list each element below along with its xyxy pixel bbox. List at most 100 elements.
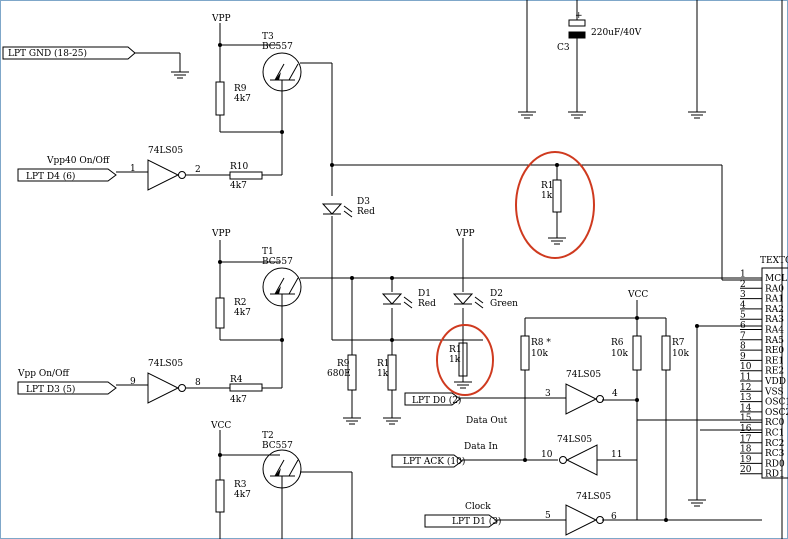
label-r1-top: R1 <box>541 181 554 191</box>
label-d3: D3 <box>357 197 370 207</box>
inverter-vpp: 74LS05 9 8 <box>130 359 201 404</box>
resistor-r9-top <box>215 81 225 116</box>
resistor-r3 <box>215 479 225 513</box>
chip-pin-number: 15 <box>740 414 752 424</box>
label-r7: R7 <box>672 338 685 348</box>
chip-pin-number: 5 <box>740 311 746 321</box>
label-lpt-d0: LPT D0 (2) <box>412 395 461 406</box>
label-lpt-gnd: LPT GND (18-25) <box>8 48 87 59</box>
chip-pin-number: 20 <box>740 465 752 475</box>
chip-pin-label: RA0 <box>765 284 784 294</box>
label-ls05-e: 74LS05 <box>576 492 611 502</box>
label-vpp-on-off: Vpp On/Off <box>17 369 69 379</box>
chip-pin-label: RC1 <box>765 429 784 439</box>
chip-pin-number: 3 <box>740 290 746 300</box>
label-t1: T1 <box>262 247 274 257</box>
chip-pin-label: VDD <box>764 377 786 387</box>
chip-pin-label: RD0 <box>765 459 785 469</box>
chip-pin-label: RA5 <box>765 336 784 346</box>
label-ls05-c: 74LS05 <box>566 370 601 380</box>
label-r6: R6 <box>611 338 624 348</box>
label-r2: R2 <box>234 298 247 308</box>
label-vpp-rail-top: VPP <box>211 14 231 24</box>
capacitor-c3: + 220uF/40V C3 <box>557 11 642 53</box>
inverter-vpp40: 74LS05 1 2 <box>130 146 201 191</box>
label-vpp-rail-mid: VPP <box>211 229 231 239</box>
label-lpt-d3: LPT D3 (5) <box>26 384 75 395</box>
inverter-data-out: 74LS05 3 4 <box>545 370 618 415</box>
chip-pin-number: 17 <box>740 434 752 444</box>
chip-pin-number: 12 <box>740 383 751 393</box>
label-t3-type: BC557 <box>262 42 293 52</box>
label-t1-type: BC557 <box>262 257 293 267</box>
label-r8: R8 * <box>531 338 551 348</box>
chip-pin-number: 10 <box>740 362 752 372</box>
value-r3: 4k7 <box>234 490 251 500</box>
chip-pin-number: 7 <box>740 331 746 341</box>
value-r1-mid: 1k <box>377 369 389 379</box>
chip-pin-number: 6 <box>740 321 746 331</box>
highlight-r1-top <box>515 151 595 259</box>
label-r9-mid: R9 <box>337 359 350 369</box>
chip-body <box>761 267 788 479</box>
transistor-t2: T2 BC557 <box>262 431 302 490</box>
label-ls05-a: 74LS05 <box>148 146 183 156</box>
resistor-r10 <box>229 171 263 180</box>
value-r10: 4k7 <box>230 181 247 191</box>
chip-pin-label: RC2 <box>765 439 784 449</box>
inverter-data-in: 74LS05 10 11 <box>541 435 622 476</box>
label-t2: T2 <box>262 431 274 441</box>
chip-pin-number: 11 <box>740 373 751 383</box>
pin-6: 6 <box>611 512 617 522</box>
label-lpt-ack: LPT ACK (10) <box>403 456 465 467</box>
value-r1-led: 1k <box>449 355 461 365</box>
label-d2: D2 <box>490 289 503 299</box>
chip-name: TEXTO <box>760 256 788 266</box>
chip-pin-label: RA3 <box>765 315 784 325</box>
chip-pin-label: RE1 <box>765 356 784 366</box>
resistor-r9-mid <box>347 354 357 391</box>
chip-pin-label: RE0 <box>765 346 784 356</box>
chip-pin-label: VSS <box>764 387 784 397</box>
value-r9-mid: 680E <box>327 369 351 379</box>
chip-pin-label: RE2 <box>765 367 784 377</box>
pin-11: 11 <box>611 450 622 460</box>
transistor-t3: T3 BC557 <box>262 32 302 94</box>
color-d1: Red <box>418 299 436 309</box>
label-vpp-rail-led: VPP <box>455 229 475 239</box>
pin-3: 3 <box>545 389 551 399</box>
label-r1-led: R1 <box>449 345 462 355</box>
port-lpt-d3 <box>17 381 117 395</box>
value-r1-top: 1k <box>541 191 553 201</box>
value-c3: 220uF/40V <box>591 28 642 38</box>
value-r9-top: 4k7 <box>234 94 251 104</box>
pin-1: 1 <box>130 164 136 174</box>
label-clock: Clock <box>465 502 491 512</box>
resistor-r8 <box>520 335 530 371</box>
label-r10: R10 <box>230 162 249 172</box>
label-lpt-d1: LPT D1 (3) <box>452 516 501 527</box>
transistor-t1: T1 BC557 <box>262 247 302 308</box>
value-r7: 10k <box>672 349 689 359</box>
port-lpt-d0 <box>404 392 461 406</box>
label-lpt-d4: LPT D4 (6) <box>26 171 75 182</box>
label-vcc-rail-bottom: VCC <box>210 421 231 431</box>
value-r8: 10k <box>531 349 548 359</box>
chip-pin-label: RD1 <box>765 470 785 480</box>
label-data-in: Data In <box>464 442 498 452</box>
chip-pin-number: 4 <box>740 300 746 310</box>
led-d1: D1 Red <box>381 289 436 309</box>
resistor-r1-mid <box>387 354 397 391</box>
inverter-clock: 74LS05 5 6 <box>545 492 617 536</box>
chip-pin-number: 16 <box>740 424 752 434</box>
pin-9: 9 <box>130 377 136 387</box>
resistor-r4 <box>229 383 263 392</box>
led-d3: D3 Red <box>321 197 375 218</box>
chip-pin-number: 18 <box>740 445 752 455</box>
label-ls05-b: 74LS05 <box>148 359 183 369</box>
chip-pin-number: 13 <box>740 393 752 403</box>
pin-4: 4 <box>612 389 618 399</box>
label-c3: C3 <box>557 43 570 53</box>
